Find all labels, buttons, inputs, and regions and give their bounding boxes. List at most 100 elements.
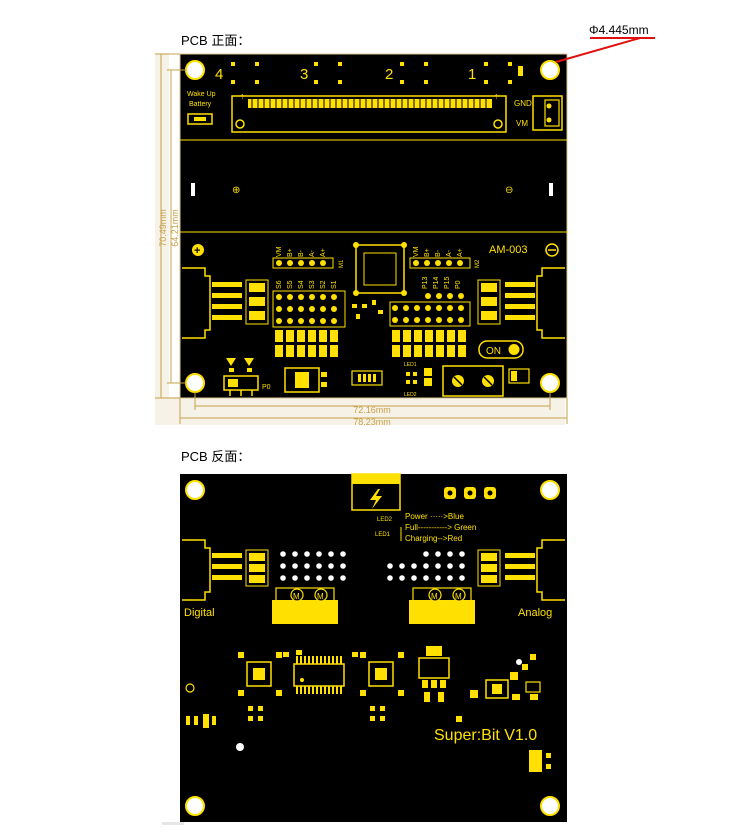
svg-text:S6: S6 <box>276 280 283 289</box>
connector-left-front <box>182 267 269 339</box>
dim-width-inner: 72.16mm <box>353 405 391 415</box>
lightning-icon <box>370 489 382 509</box>
pwm-chip <box>293 656 345 694</box>
digital-label: Digital <box>184 607 215 619</box>
dimension-strip-left <box>155 53 169 425</box>
svg-text:A-: A- <box>309 249 316 257</box>
plus-icon <box>192 244 204 256</box>
button-label-2: 2 <box>385 66 393 83</box>
svg-text:+: + <box>194 245 200 257</box>
on-label: ON <box>486 346 501 357</box>
svg-text:S5: S5 <box>287 280 294 289</box>
on-switch <box>478 340 524 359</box>
svg-text:↑: ↑ <box>240 91 245 101</box>
header-dots-back-left <box>280 551 346 581</box>
led2-label-back: LED2 <box>377 517 393 523</box>
edge-connector <box>231 95 507 133</box>
svg-text:B-: B- <box>435 249 442 257</box>
jumper-pads-right <box>392 330 466 357</box>
board-title: Super:Bit V1.0 <box>434 727 537 744</box>
svg-text:M: M <box>431 592 438 601</box>
motor-header-right-back: M M <box>409 587 475 624</box>
main-chip <box>355 244 405 294</box>
wake-up-label: Wake Up <box>187 91 216 98</box>
edge-connector-pins <box>248 99 492 108</box>
svg-text:A+: A+ <box>320 248 327 257</box>
svg-text:A-: A- <box>446 249 453 257</box>
led1-label-front: LED1 <box>404 362 417 368</box>
svg-text:P0: P0 <box>455 280 462 289</box>
button-label-1: 1 <box>468 66 476 83</box>
analog-label: Analog <box>518 607 552 619</box>
svg-text:P13: P13 <box>422 276 429 289</box>
servo-header-left <box>272 290 346 328</box>
led2-label-front: LED2 <box>404 392 417 398</box>
svg-text:VM: VM <box>413 246 420 257</box>
jumper-pads-left <box>275 330 338 357</box>
m2-label: M2 <box>475 259 481 268</box>
p0-label: P0 <box>262 384 271 391</box>
svg-text:M: M <box>293 592 300 601</box>
mounting-holes-front <box>185 60 560 393</box>
header-dots-back-right <box>387 551 465 581</box>
svg-text:M: M <box>455 592 462 601</box>
svg-text:S3: S3 <box>309 280 316 289</box>
power-legend: Power ·····>Blue <box>405 512 464 521</box>
svg-text:S4: S4 <box>298 280 305 289</box>
dimension-strip-bottom <box>155 397 565 425</box>
gnd-label: GND <box>514 99 532 108</box>
dim-height-outer: 70.49mm <box>158 209 168 247</box>
svg-text:↑: ↑ <box>494 91 499 101</box>
motor-header-left-back: M M <box>272 587 338 624</box>
minus-icon <box>545 243 559 257</box>
terminal-block-front <box>442 365 504 397</box>
hole-diameter-label: Φ4.445mm <box>589 23 649 37</box>
svg-text:P14: P14 <box>433 276 440 289</box>
charger-components <box>456 654 541 722</box>
full-legend: Full-----------> Green <box>405 523 476 532</box>
dimension-lines <box>155 53 568 424</box>
m2-pin-labels: VM B+ B- A- A+ <box>413 246 464 257</box>
svg-text:A+: A+ <box>457 248 464 257</box>
svg-text:S1: S1 <box>331 280 338 289</box>
svg-text:B+: B+ <box>287 248 294 257</box>
driver-chip-right <box>360 652 404 696</box>
svg-text:⊖: ⊖ <box>505 185 513 196</box>
regulator-back <box>418 646 450 702</box>
driver-chip-left <box>238 652 282 696</box>
charging-legend: Charging-->Red <box>405 534 462 543</box>
button-pads <box>231 62 523 84</box>
model-label: AM-003 <box>489 244 528 256</box>
front-caption: PCB 正面： <box>181 33 251 48</box>
wake-up-button <box>187 113 213 125</box>
servo-labels-right: P13 P14 P15 P0 <box>422 276 462 289</box>
mounting-holes-back <box>185 480 560 816</box>
speaker-chip <box>284 367 327 393</box>
battery-label: Battery <box>189 101 212 108</box>
led1-label-back: LED1 <box>375 532 391 538</box>
front-board-outline <box>179 53 568 399</box>
power-switch <box>223 375 259 396</box>
servo-labels-left: S6 S5 S4 S3 S2 S1 <box>276 280 338 289</box>
vm-label: VM <box>516 119 528 128</box>
m1-label: M1 <box>339 259 345 268</box>
svg-text:VM: VM <box>276 246 283 257</box>
dim-height-inner: 64.21mm <box>170 209 180 247</box>
regulator-front <box>351 370 383 386</box>
svg-text:B-: B- <box>298 249 305 257</box>
hole-leader-line <box>555 37 641 63</box>
servo-header-right <box>389 301 471 327</box>
svg-text:S2: S2 <box>320 280 327 289</box>
button-label-3: 3 <box>300 66 308 83</box>
svg-text:P15: P15 <box>444 276 451 289</box>
back-caption: PCB 反面： <box>181 449 251 464</box>
power-terminal <box>532 95 563 131</box>
svg-text:⊕: ⊕ <box>232 185 240 196</box>
m1-pin-labels: VM B+ B- A- A+ <box>276 246 327 257</box>
button-label-4: 4 <box>215 66 223 83</box>
dim-width-outer: 78.23mm <box>353 417 391 427</box>
back-board <box>180 474 567 822</box>
connector-right-front <box>477 267 565 339</box>
svg-text:M: M <box>317 592 324 601</box>
